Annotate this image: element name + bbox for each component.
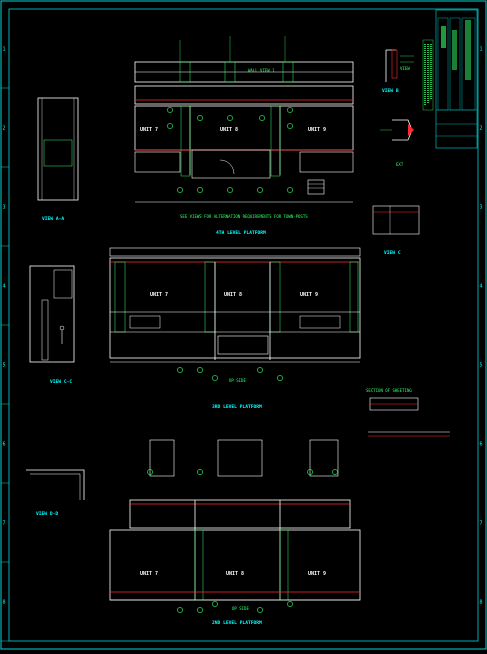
view-b-label: VIEW B (382, 88, 399, 94)
callout-bubble (227, 187, 233, 193)
op-side-label-3rd: OP SIDE (229, 378, 246, 383)
edge-number: 4 (479, 284, 482, 290)
edge-number: 5 (2, 363, 5, 369)
callout-bubble (167, 107, 173, 113)
callout-bubble (197, 469, 203, 475)
callout-bubble (287, 107, 293, 113)
edge-number: 8 (2, 600, 5, 606)
edge-number: 6 (2, 442, 5, 448)
edge-number: 2 (479, 126, 482, 132)
callout-bubbles (147, 107, 338, 613)
callout-bubble (177, 607, 183, 613)
callout-bubble (287, 123, 293, 129)
unit-8-label-4th: UNIT 8 (220, 127, 238, 133)
general-notes (422, 39, 434, 111)
callout-bubble (197, 367, 203, 373)
callout-bubble (197, 187, 203, 193)
view-c-detail: VIEW C (372, 205, 420, 256)
platform-2nd-title: 2ND LEVEL PLATFORM (212, 620, 262, 626)
edge-numbers: 1 1 2 2 3 3 4 4 5 5 6 6 7 7 8 8 (1, 47, 483, 642)
callout-bubble (212, 601, 218, 607)
callout-bubble (257, 187, 263, 193)
edge-number: 3 (479, 205, 482, 211)
callout-bubble (257, 607, 263, 613)
edge-number: 2 (2, 126, 5, 132)
view-d-d: VIEW D-D (26, 469, 85, 517)
unit-9-label-3rd: UNIT 9 (300, 292, 318, 298)
callout-bubble (147, 469, 153, 475)
unit-9-label-2nd: UNIT 9 (308, 571, 326, 577)
callout-bubble (307, 469, 313, 475)
callout-bubble (197, 115, 203, 121)
callout-bubble (332, 469, 338, 475)
unit-8-label-2nd: UNIT 8 (226, 571, 244, 577)
unit-9-label-4th: UNIT 9 (308, 127, 326, 133)
edge-number: 7 (2, 521, 5, 527)
platform-4th-title: 4TH LEVEL PLATFORM (216, 230, 266, 236)
callout-bubble (212, 375, 218, 381)
edge-number: 8 (479, 600, 482, 606)
wall-view-label: WALL VIEW 1 (248, 68, 275, 73)
view-a-a-label: VIEW A-A (42, 216, 64, 222)
callout-bubble (259, 115, 265, 121)
edge-number: 6 (479, 442, 482, 448)
title-block (435, 9, 478, 149)
callout-bubble (227, 115, 233, 121)
view-c-c: VIEW C-C (29, 265, 75, 385)
section-sheeting: SECTION OF SHEETING (366, 388, 450, 437)
callout-bubble (197, 607, 203, 613)
unit-7-label-4th: UNIT 7 (140, 127, 158, 133)
section-sheeting-label: SECTION OF SHEETING (366, 388, 412, 393)
svg-text:VIEW: VIEW (400, 66, 410, 71)
unit-7-label-2nd: UNIT 7 (140, 571, 158, 577)
unit-7-label-3rd: UNIT 7 (150, 292, 168, 298)
alteration-note: SEE VIEWS FOR ALTERNATION REQUIREMENTS F… (180, 214, 308, 219)
svg-text:EXT: EXT (396, 162, 404, 167)
view-b-detail: VIEW VIEW B EXT (380, 49, 414, 167)
platform-3rd-title: 3RD LEVEL PLATFORM (212, 404, 262, 410)
platform-4th-level: UNIT 7 UNIT 8 UNIT 9 WALL VIEW 1 SEE VIE… (134, 36, 354, 236)
platform-3rd-level: UNIT 7 UNIT 8 UNIT 9 3RD LEVEL PLATFORM … (109, 247, 361, 410)
callout-bubble (257, 367, 263, 373)
edge-number: 7 (479, 521, 482, 527)
edge-number: 4 (2, 284, 5, 290)
platform-2nd-level: UNIT 7 UNIT 8 UNIT 9 OP SIDE 2ND LEVEL P… (109, 439, 361, 626)
view-d-d-label: VIEW D-D (36, 511, 58, 517)
callout-bubble (277, 375, 283, 381)
view-c-label: VIEW C (384, 250, 401, 256)
callout-bubble (177, 187, 183, 193)
edge-number: 3 (2, 205, 5, 211)
view-c-c-label: VIEW C-C (50, 379, 72, 385)
callout-bubble (177, 367, 183, 373)
callout-bubble (287, 601, 293, 607)
edge-number: 1 (479, 47, 482, 53)
edge-number: 1 (2, 47, 5, 53)
edge-number: 5 (479, 363, 482, 369)
view-a-a: VIEW A-A (37, 97, 79, 222)
callout-bubble (167, 123, 173, 129)
unit-8-label-3rd: UNIT 8 (224, 292, 242, 298)
op-side-label-2nd: OP SIDE (232, 606, 249, 611)
callout-bubble (287, 187, 293, 193)
